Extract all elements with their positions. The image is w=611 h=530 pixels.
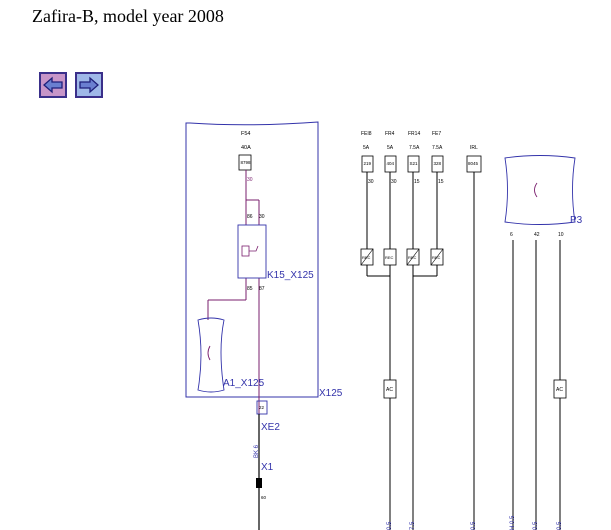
- fuse-wiring: [366, 172, 475, 530]
- x1-terminal: [256, 478, 262, 488]
- fuse-pin: 15: [414, 179, 420, 185]
- rec-diodes: REC REC REC REC: [360, 248, 444, 266]
- sensor-a1: A1_X125: [197, 317, 265, 393]
- component-p3: P3 6 42 10 AC: [504, 155, 583, 530]
- rec-label: REC: [432, 255, 441, 260]
- fuse-name: FE7: [432, 131, 441, 137]
- relay-pin-87: 87: [259, 286, 265, 292]
- fuse-box: [238, 154, 252, 171]
- ac-label: AC: [386, 387, 393, 393]
- forward-button[interactable]: [75, 72, 103, 98]
- fuse-name: FR14: [408, 131, 420, 137]
- wire-size: 0.5: [387, 521, 393, 530]
- conn-x1: X1: [261, 462, 274, 473]
- fuse-bank: FEI8 5A 219 30 FR4 5A 404 30 FR14 7.5A S…: [361, 131, 482, 185]
- fuse-pin: 30: [391, 179, 397, 185]
- fuse-pin: 30: [247, 177, 253, 183]
- wire-size: 0.5: [471, 521, 477, 530]
- fuse-rating: 40A: [241, 145, 251, 151]
- relay-pin-86: 86: [247, 214, 253, 220]
- fuse-box-label: 404: [387, 161, 395, 166]
- x1-pin: 60: [261, 495, 267, 500]
- wire-size-labels: 0.5 7.5 0.5 H 0.5 0.5 0.5: [387, 515, 563, 530]
- fuse-rating: 7.5A: [409, 145, 420, 151]
- relay-k15: 86 30 85 87 K15_X125: [237, 214, 314, 292]
- relay-label: K15_X125: [267, 270, 314, 281]
- wire-size: 0.5: [557, 521, 563, 530]
- p3-label: P3: [570, 215, 583, 226]
- connector-stack: 22 XE2 BK 6 X1 60: [254, 400, 280, 530]
- fuse-name: IRL: [470, 145, 478, 151]
- back-button[interactable]: [39, 72, 67, 98]
- rec-label: REC: [408, 255, 417, 260]
- rec-label: REC: [385, 255, 394, 260]
- p3-ac-label: AC: [556, 387, 563, 393]
- wire-size: 0.5: [533, 521, 539, 530]
- fuse-f54: F54 40A 8798 30: [238, 131, 253, 183]
- p3-pin: 42: [534, 232, 540, 238]
- rec-label: REC: [362, 255, 371, 260]
- relay-pin-85: 85: [247, 286, 253, 292]
- conn-pin: 22: [259, 405, 265, 410]
- relay-pin-30: 30: [259, 214, 265, 220]
- p3-pin: 6: [510, 232, 513, 238]
- module-housing-x125: X125: [185, 121, 343, 399]
- fuse-box-label: S21: [410, 161, 419, 166]
- fuse-rating: 5A: [363, 145, 370, 151]
- p3-pin: 10: [558, 232, 564, 238]
- wire-size: H 0.5: [510, 515, 516, 530]
- fuse-box-label: 219: [364, 161, 372, 166]
- module-wiring: [207, 170, 260, 415]
- fuse-box-label: 8045: [468, 161, 479, 166]
- page-title: Zafira-B, model year 2008: [32, 6, 224, 26]
- fuse-name: FEI8: [361, 131, 372, 137]
- fuse-pin: 30: [368, 179, 374, 185]
- wire-size: 7.5: [410, 521, 416, 530]
- arrow-left-icon: [43, 76, 63, 94]
- housing-label: X125: [319, 388, 343, 399]
- sensor-label: A1_X125: [223, 378, 265, 389]
- fuse-rating: 5A: [387, 145, 394, 151]
- ac-marker: AC: [383, 379, 397, 399]
- fuse-box-label: 328: [434, 161, 442, 166]
- fuse-rating: 7.5A: [432, 145, 443, 151]
- fuse-name: FR4: [385, 131, 395, 137]
- conn-xe2: XE2: [261, 422, 280, 433]
- arrow-right-icon: [79, 76, 99, 94]
- wire-color: BK 6: [254, 444, 260, 458]
- fuse-pin: 15: [438, 179, 444, 185]
- fuse-name: F54: [241, 131, 250, 137]
- fuse-box-label: 8798: [241, 160, 252, 165]
